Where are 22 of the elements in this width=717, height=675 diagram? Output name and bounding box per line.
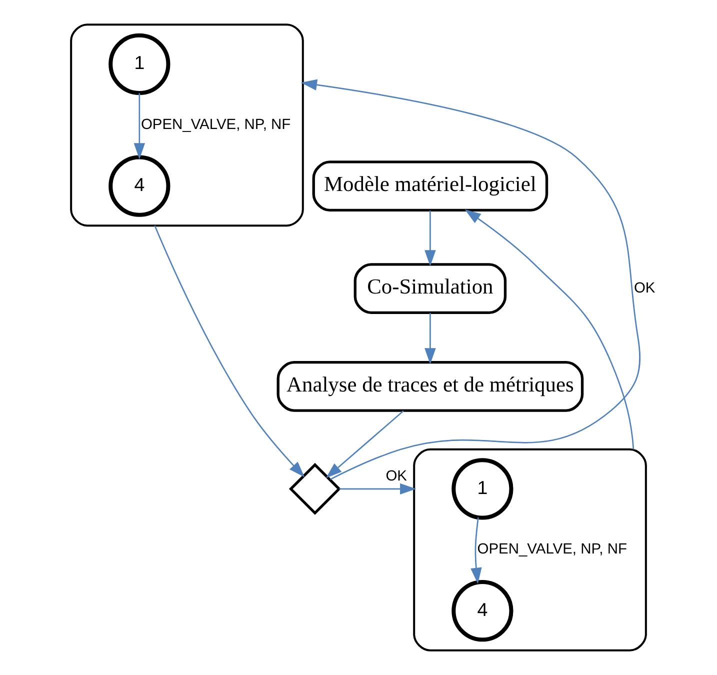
arrow (470, 517, 482, 584)
edge-label: OPEN_VALVE, NP, NF (477, 542, 627, 558)
node-box: Modèle matériel-logiciel (312, 160, 548, 212)
arrow (464, 209, 634, 450)
node-box: Co-Simulation (354, 263, 507, 314)
node-circle: 4 (108, 155, 170, 217)
arrow (154, 225, 305, 478)
node-circle: 4 (452, 580, 514, 642)
edge-label: OPEN_VALVE, NP, NF (140, 116, 291, 133)
arrow (424, 210, 436, 266)
cluster (70, 24, 304, 227)
arrow (339, 483, 416, 495)
cluster (413, 448, 647, 652)
arrow (300, 79, 641, 480)
node-circle: 1 (452, 458, 514, 520)
edge-label: OK (386, 468, 407, 485)
edge-label: OK (634, 280, 656, 296)
node-box: Analyse de traces et de métriques (276, 360, 584, 412)
node-circle: 1 (108, 33, 170, 95)
arrow (326, 410, 404, 478)
arrow (424, 312, 436, 364)
arrow (134, 93, 146, 160)
